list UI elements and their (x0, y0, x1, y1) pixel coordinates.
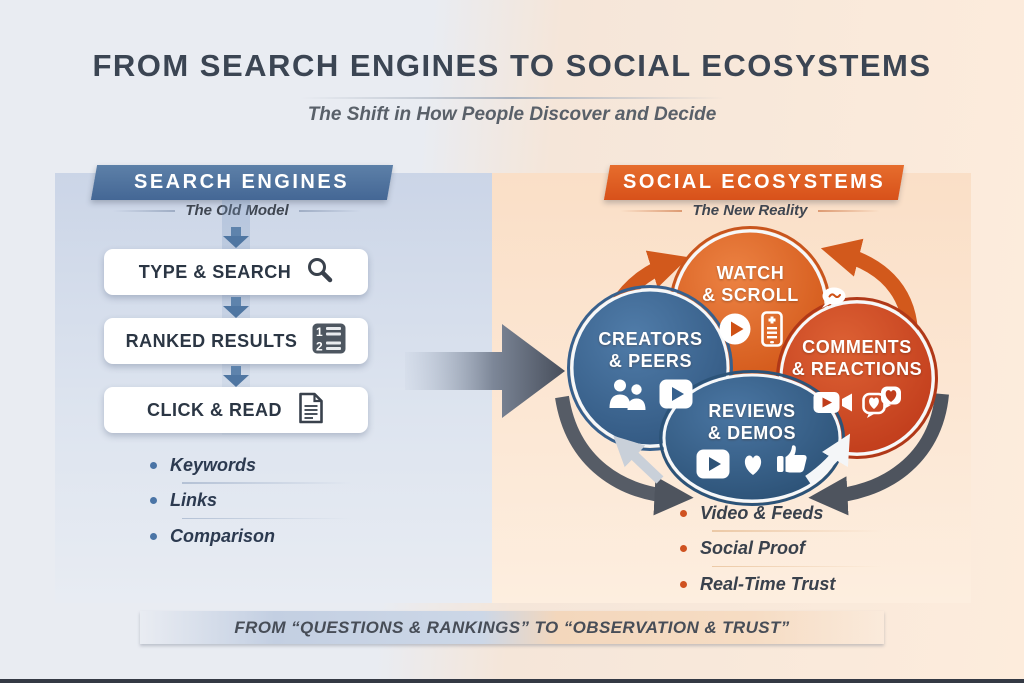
bottom-edge (0, 679, 1024, 683)
down-arrow-icon (223, 227, 249, 248)
node-label-line2: & REACTIONS (791, 359, 923, 379)
new-reality-bullets: Video & Feeds Social Proof Real-Time Tru… (680, 500, 895, 597)
old-model-bullets: Keywords Links Comparison (150, 452, 365, 549)
tagline-line (113, 209, 176, 212)
node-label-line1: REVIEWS (708, 401, 796, 421)
search-engines-banner-label: SEARCH ENGINES (134, 171, 350, 193)
step-label: CLICK & READ (147, 399, 282, 420)
magnifier-icon (306, 256, 333, 288)
cycle-arrows-front (613, 433, 851, 485)
document-icon (297, 392, 325, 429)
list-item: Real-Time Trust (680, 571, 895, 597)
bullet-dot (150, 461, 157, 469)
tagline-line (620, 209, 683, 212)
svg-text:2: 2 (316, 340, 323, 354)
new-reality-tagline-label: The New Reality (692, 202, 808, 219)
bullet-dot (150, 532, 157, 540)
node-label-line1: WATCH (716, 263, 785, 283)
divider (182, 517, 352, 519)
list-item: Video & Feeds (680, 500, 895, 526)
old-model-tagline: The Old Model (107, 202, 367, 219)
play-video-icon (696, 449, 730, 484)
bullet-dot (680, 545, 687, 552)
node-creators-peers: CREATORS & PEERS (578, 328, 723, 416)
heart-icon (739, 452, 767, 482)
node-label-line1: CREATORS (598, 329, 703, 349)
people-icon (608, 377, 650, 416)
transition-arrow-icon (405, 316, 570, 431)
footer-banner: FROM “QUESTIONS & RANKINGS” TO “OBSERVAT… (140, 611, 884, 644)
step-type-and-search: TYPE & SEARCH (104, 249, 368, 295)
node-watch-scroll: WATCH & SCROLL (678, 262, 846, 352)
node-reviews-demos: REVIEWS & DEMOS (667, 400, 837, 484)
search-engines-banner: SEARCH ENGINES (90, 165, 394, 200)
page-title: FROM SEARCH ENGINES TO SOCIAL ECOSYSTEMS (92, 48, 932, 83)
list-item: Social Proof (680, 536, 895, 562)
title-underline (300, 97, 724, 99)
list-item: Comparison (150, 523, 365, 549)
node-comments-reactions: COMMENTS & REACTIONS (772, 336, 942, 424)
social-ecosystems-banner: SOCIAL ECOSYSTEMS (603, 165, 905, 200)
thumbs-up-icon (776, 443, 808, 480)
social-ecosystems-banner-label: SOCIAL ECOSYSTEMS (622, 171, 886, 193)
play-circle-icon (718, 312, 752, 351)
smartphone-icon (761, 311, 783, 352)
divider (182, 482, 352, 484)
step-ranked-results: RANKED RESULTS 1 2 (104, 318, 368, 364)
speech-bubble-icon (819, 286, 847, 315)
node-label-line2: & SCROLL (702, 285, 799, 305)
page-subtitle: The Shift in How People Discover and Dec… (307, 104, 717, 125)
node-label-line2: & PEERS (608, 351, 693, 371)
step-click-and-read: CLICK & READ (104, 387, 368, 433)
footer-text: FROM “QUESTIONS & RANKINGS” TO “OBSERVAT… (234, 617, 790, 637)
new-reality-tagline: The New Reality (612, 202, 888, 219)
video-camera-icon (813, 389, 853, 421)
step-label: TYPE & SEARCH (138, 261, 292, 282)
bullet-dot (680, 580, 687, 588)
list-item: Keywords (150, 452, 365, 478)
numbered-list-icon: 1 2 (312, 323, 346, 359)
bullet-dot (150, 497, 157, 504)
down-arrow-icon (223, 366, 249, 387)
svg-text:1: 1 (316, 325, 323, 339)
divider (712, 565, 882, 567)
bullet-dot (680, 509, 687, 517)
node-label-line1: COMMENTS (802, 337, 912, 357)
tagline-line (298, 209, 361, 212)
divider (712, 530, 882, 532)
tagline-line (817, 209, 880, 212)
heart-reactions-icon (861, 385, 902, 424)
play-video-icon (659, 379, 693, 414)
step-label: RANKED RESULTS (125, 330, 298, 351)
node-label-line2: & DEMOS (707, 423, 797, 443)
down-arrow-icon (223, 297, 249, 318)
old-model-tagline-label: The Old Model (185, 202, 289, 219)
list-item: Links (150, 488, 365, 514)
